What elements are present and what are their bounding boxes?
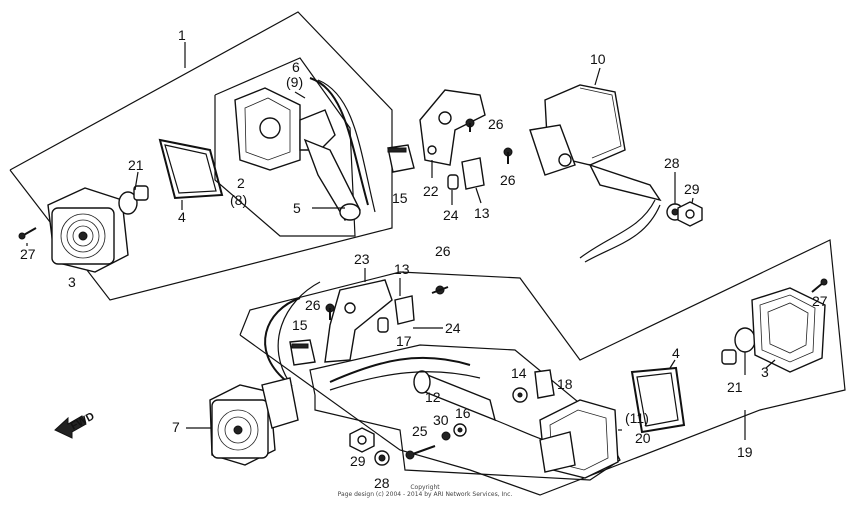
part-21-lower-bulb[interactable]: [721, 327, 756, 365]
callout-5: 5: [293, 200, 301, 216]
callout-2: 2: [237, 175, 245, 191]
callout-29-upper: 29: [684, 181, 700, 197]
leader-lines: [26, 42, 776, 440]
upper-wires: [309, 77, 369, 206]
part-24-upper-collar[interactable]: [447, 174, 459, 190]
part-22-bracket[interactable]: [419, 89, 486, 166]
callout-18: 18: [557, 376, 573, 392]
callout-24-lower: 24: [445, 320, 461, 336]
part-14-bolt[interactable]: [512, 387, 528, 403]
part-26-upper-screw-b[interactable]: [503, 147, 513, 164]
callout-24-upper: 24: [443, 207, 459, 223]
part-18-bracket[interactable]: [534, 369, 555, 399]
part-16-nut[interactable]: [453, 423, 467, 437]
callout-27-upper: 27: [20, 246, 36, 262]
lower-wires-left: [264, 297, 301, 381]
lower-wires-mid: [329, 356, 471, 383]
callout-15-upper: 15: [392, 190, 408, 206]
callout-6: 6: [292, 59, 300, 75]
assembly-17-wire-box: [309, 344, 621, 481]
part-4-lower-gasket[interactable]: [630, 366, 686, 434]
part-25-bolt[interactable]: [405, 445, 436, 460]
part-4-upper-gasket[interactable]: [158, 138, 224, 200]
part-2-upper-housing[interactable]: [234, 87, 336, 171]
callout-3-lower: 3: [761, 364, 769, 380]
callout-1: 1: [178, 27, 186, 43]
callout-22: 22: [423, 183, 439, 199]
part-10-signal-light[interactable]: [529, 84, 662, 202]
callout-26-lower-a: 26: [435, 243, 451, 259]
callout-30: 30: [433, 412, 449, 428]
part-23-lower-bracket[interactable]: [324, 279, 393, 363]
callout-11: (11): [625, 410, 649, 426]
callout-26-upper-a: 26: [488, 116, 504, 132]
callout-19: 19: [737, 444, 753, 460]
part-15-lower-clip[interactable]: [289, 339, 316, 366]
callout-16: 16: [455, 405, 471, 421]
callout-13-upper: 13: [474, 205, 490, 221]
callout-27-lower: 27: [812, 293, 828, 309]
part-26-lower-screw-a[interactable]: [325, 303, 335, 320]
callout-26-upper-b: 26: [500, 172, 516, 188]
fwd-label: FWD: [69, 410, 97, 432]
part-29-lower-nut[interactable]: [349, 427, 375, 453]
assembly-19-boundary: [239, 239, 846, 496]
callout-7: 7: [172, 419, 180, 435]
part-20-lower-housing[interactable]: [539, 399, 619, 479]
callout-12: 12: [425, 389, 441, 405]
part-21-upper-bulb[interactable]: [118, 185, 149, 215]
part-13-lower-plate[interactable]: [394, 295, 415, 325]
callout-4-upper: 4: [178, 209, 186, 225]
callout-8: (8): [230, 192, 247, 208]
part-7-lower-signal-light[interactable]: [209, 377, 299, 466]
callout-9: (9): [286, 74, 303, 90]
part-15-upper-clip[interactable]: [387, 144, 415, 173]
callout-10: 10: [590, 51, 606, 67]
copyright-line-1: Copyright: [410, 484, 440, 491]
callout-23: 23: [354, 251, 370, 267]
copyright-line-2: Page design (c) 2004 - 2014 by ARI Netwo…: [338, 491, 513, 498]
callout-17: 17: [396, 333, 412, 349]
callout-21-upper: 21: [128, 157, 144, 173]
part-30-washer[interactable]: [441, 431, 451, 441]
callout-26-lower-b: 26: [305, 297, 321, 313]
callout-4-lower: 4: [672, 345, 680, 361]
callout-13-lower: 13: [394, 261, 410, 277]
callout-15-lower: 15: [292, 317, 308, 333]
callout-3-upper: 3: [68, 274, 76, 290]
part-24-lower-collar[interactable]: [377, 317, 389, 333]
assembly-1-inner-box: [214, 57, 356, 237]
callout-28-upper: 28: [664, 155, 680, 171]
part-28-lower-washer[interactable]: [374, 450, 390, 466]
part-10-wires: [579, 199, 656, 259]
callout-25: 25: [412, 423, 428, 439]
callout-28-lower: 28: [374, 475, 390, 491]
callout-14: 14: [511, 365, 527, 381]
part-27-lower-screw[interactable]: [811, 278, 828, 293]
part-26-lower-screw-b[interactable]: [431, 285, 449, 295]
part-26-upper-screw-a[interactable]: [465, 118, 475, 132]
part-12-lower-stalk[interactable]: [413, 370, 497, 422]
part-13-upper-plate[interactable]: [461, 157, 485, 190]
part-3-upper-lens[interactable]: [47, 187, 129, 273]
part-29-upper-nut[interactable]: [677, 201, 703, 227]
callout-20: 20: [635, 430, 651, 446]
part-27-upper-screw[interactable]: [18, 227, 37, 240]
fwd-arrow-icon: [54, 415, 87, 439]
callout-29-lower: 29: [350, 453, 366, 469]
callout-21-lower: 21: [727, 379, 743, 395]
part-3-lower-lens[interactable]: [751, 287, 826, 373]
